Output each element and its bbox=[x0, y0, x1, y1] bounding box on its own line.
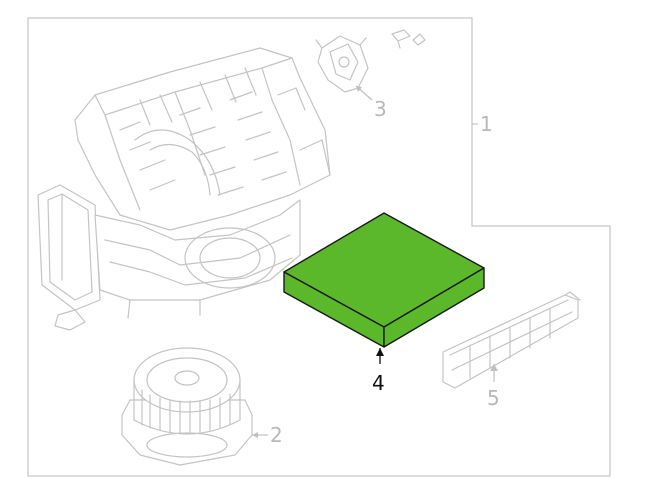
screw-drawing bbox=[391, 29, 411, 49]
callout-4[interactable]: 4 bbox=[372, 371, 385, 395]
callout-2[interactable]: 2 bbox=[270, 423, 283, 447]
arrowhead-4 bbox=[376, 348, 384, 356]
arrowhead-3 bbox=[356, 86, 362, 92]
hvac-housing-drawing bbox=[37, 47, 331, 331]
callout-1[interactable]: 1 bbox=[480, 112, 493, 136]
filter-top-face[interactable] bbox=[283, 212, 485, 328]
arrowhead-5 bbox=[490, 364, 498, 371]
cabin-air-filter-highlight[interactable] bbox=[283, 212, 485, 348]
callout-5[interactable]: 5 bbox=[487, 386, 500, 410]
filter-right-face[interactable] bbox=[383, 267, 485, 348]
assembly-boundary bbox=[27, 17, 611, 477]
arrowhead-2 bbox=[252, 432, 258, 438]
blower-motor-drawing bbox=[121, 347, 253, 466]
callout-3[interactable]: 3 bbox=[374, 97, 387, 121]
filter-cover-drawing bbox=[442, 291, 581, 389]
actuator-drawing bbox=[315, 35, 369, 93]
clip-drawing bbox=[412, 33, 426, 46]
